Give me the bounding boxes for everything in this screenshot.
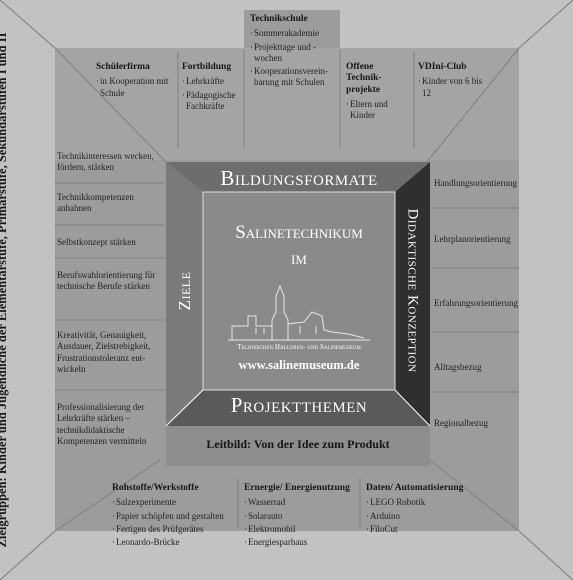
column-title: Rohstoffe/Werkstoffe <box>112 483 199 493</box>
column-items: Salzexperimente Papier schöpfen und gest… <box>112 497 236 548</box>
list-item: Fertigen des Prüfgerätes <box>112 524 236 536</box>
museum-caption: Technischen Halloren- und Salinemuseum <box>237 343 361 351</box>
band-edge-br <box>394 389 431 427</box>
konzeption-item-3: Erfahrungsorientierung <box>434 298 518 308</box>
list-item: Lehrkräfte <box>182 76 242 88</box>
band-label-bildungsformate: Bildungsformate <box>220 166 378 190</box>
ziele-item-6: Professionalisierung der Lehrkräfte stär… <box>57 402 147 446</box>
band-bottom <box>166 390 430 426</box>
band-label-projektthemen: Projektthemen <box>230 393 368 417</box>
technikschule-items: Sommerakademie Projekttage und -wochen K… <box>250 28 338 88</box>
column-items: Kinder von 6 bis 12 <box>418 76 488 99</box>
konzeption-item-5: Regionalbezug <box>434 418 488 428</box>
top-column-fortbildung: Fortbildung Lehrkräfte Pädagogische Fach… <box>182 62 242 114</box>
center-panel <box>202 191 396 391</box>
diagonal-inner-bl <box>54 459 161 532</box>
bottom-column-rohstoffe: Rohstoffe/Werkstoffe Salzexperimente Pap… <box>112 483 236 550</box>
list-item: in Kooperation mit Schule <box>96 76 174 99</box>
list-item: FiloCut <box>366 524 478 536</box>
list-item: Projekttage und -wochen <box>250 42 338 65</box>
leitbild-strip <box>166 426 430 466</box>
list-item: Energiesparhaus <box>244 537 356 549</box>
column-items: LEGO Robotik Arduino FiloCut <box>366 497 478 535</box>
column-items: Wasserrad Solarauto Elektromobil Energie… <box>244 497 356 548</box>
technikschule-block: Technikschule Sommerakademie Projekttage… <box>250 14 338 91</box>
column-items: in Kooperation mit Schule <box>96 76 174 99</box>
band-label-didaktische-konzeption: Didaktische Konzeption <box>404 208 421 373</box>
center-title-line2: im <box>291 248 307 269</box>
diagonal-top-left <box>0 0 56 49</box>
list-item: LEGO Robotik <box>366 497 478 509</box>
list-item: Kooperationsverein- barung mit Schulen <box>250 66 338 89</box>
list-item: Sommerakademie <box>250 28 338 40</box>
leitbild-text: Leitbild: Von der Idee zum Produkt <box>206 437 390 451</box>
band-right <box>395 162 430 426</box>
bottom-column-energie: Ernergie/ Energienutzung Wasserrad Solar… <box>244 483 356 550</box>
diagonal-inner-tr <box>426 47 520 163</box>
column-title: Ernergie/ Energienutzung <box>244 483 350 493</box>
list-item: Solarauto <box>244 511 356 523</box>
museum-url: www.salinemuseum.de <box>238 358 360 372</box>
top-column-offene-technikprojekte: Offene Technik- projekte Eltern und Kind… <box>346 62 410 124</box>
diagonal-inner-tl <box>54 47 167 163</box>
center-title-line1: Salinetechnikum <box>235 222 363 243</box>
column-items: Eltern und Kinder <box>346 99 410 122</box>
list-item: Leonardo-Brücke <box>112 537 236 549</box>
ziele-item-3: Selbstkonzept stärken <box>57 237 136 247</box>
diagonal-top-right <box>518 0 573 49</box>
column-title: Offene Technik- projekte <box>346 62 382 95</box>
konzeption-item-1: Handlungsorientierung <box>434 178 517 188</box>
band-label-ziele: Ziele <box>175 271 194 311</box>
band-left <box>166 162 203 426</box>
column-title: VDIni-Club <box>418 62 467 72</box>
ziele-item-4: Berufswahlorientierung für technische Be… <box>57 270 156 292</box>
ziele-item-1: Technikinteressen wecken, fördern, stärk… <box>57 151 154 173</box>
column-title: Fortbildung <box>182 62 232 72</box>
bottom-column-daten: Daten/ Automatisierung LEGO Robotik Ardu… <box>366 483 478 537</box>
band-edge-bl <box>165 389 204 427</box>
list-item: Pädagogische Fachkräfte <box>182 90 242 113</box>
list-item: Arduino <box>366 511 478 523</box>
list-item: Eltern und Kinder <box>346 99 410 122</box>
diagonal-inner-br <box>429 459 520 532</box>
ziele-item-2: Technikkompetenzen anbahnen <box>57 192 134 214</box>
list-item: Wasserrad <box>244 497 356 509</box>
ziele-item-5: Kreativität, Genauigkeit, Ausdauer, Ziel… <box>57 330 151 374</box>
technikschule-title: Technikschule <box>250 14 308 24</box>
castle-illustration <box>228 284 370 341</box>
list-item: Elektromobil <box>244 524 356 536</box>
list-item: Papier schöpfen und gestalten <box>112 511 236 523</box>
list-item: Salzexperimente <box>112 497 236 509</box>
zielgruppen-label: Zielgruppen: Kinder und Jugendliche der … <box>0 32 9 548</box>
top-column-vdini-club: VDIni-Club Kinder von 6 bis 12 <box>418 62 488 101</box>
list-item: Kinder von 6 bis 12 <box>418 76 488 99</box>
column-title: Daten/ Automatisierung <box>366 483 464 493</box>
band-top <box>166 162 430 192</box>
diagonal-bottom-left <box>0 530 56 580</box>
konzeption-item-4: Alltagsbezug <box>434 362 482 372</box>
top-column-schuelerfirma: Schülerfirma in Kooperation mit Schule <box>96 62 174 101</box>
konzeption-item-2: Lehrplanorientierung <box>434 234 511 244</box>
diagonal-bottom-right <box>518 530 573 580</box>
column-title: Schülerfirma <box>96 62 150 72</box>
column-items: Lehrkräfte Pädagogische Fachkräfte <box>182 76 242 112</box>
